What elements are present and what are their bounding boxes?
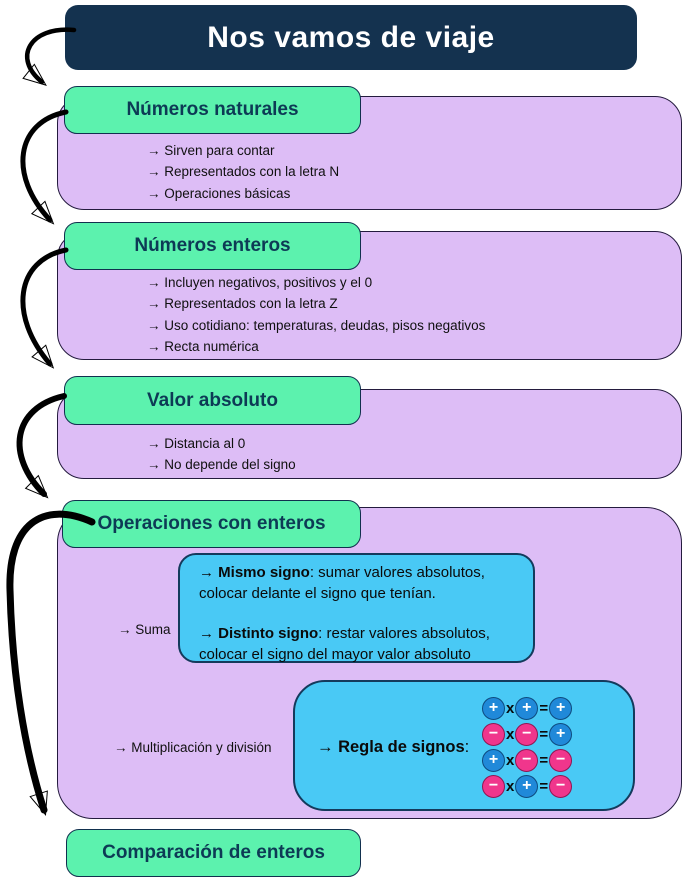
equals-operator: = [539, 777, 549, 795]
section-title-box-naturales: Números naturales [64, 86, 361, 134]
header-banner: Nos vamos de viaje [65, 5, 637, 70]
rule-term: Distinto signo [218, 625, 319, 642]
sign-rule-row: − x + = − [482, 773, 573, 799]
section-title-box-operaciones: Operaciones con enteros [62, 500, 361, 548]
sign-icon: + [515, 696, 539, 720]
bullet-item: → Sirven para contar [147, 143, 275, 158]
sign-rule-row: + x + = + [482, 695, 573, 721]
bullet-list-naturales: → Sirven para contar → Representados con… [147, 140, 339, 204]
spacer [199, 604, 519, 623]
sign-icon: − [482, 774, 505, 798]
sign-rule-row: − x − = + [482, 721, 573, 747]
bullet-item: → Representados con la letra N [147, 164, 340, 180]
bullet-item: → Recta numérica [147, 338, 259, 354]
sign-icon: − [549, 748, 573, 772]
multiply-operator: x [506, 777, 515, 795]
page-title: Nos vamos de viaje [207, 20, 495, 54]
suma-rule-same-sign: → Mismo signo: sumar valores absolutos, [199, 564, 485, 581]
section-title-box-enteros: Números enteros [64, 222, 361, 270]
suma-rule-diff-sign: → Distinto signo: restar valores absolut… [199, 625, 490, 642]
sign-icon: − [515, 722, 539, 746]
section-title-valor-absoluto: Valor absoluto [147, 389, 278, 411]
bullet-list-enteros: → Incluyen negativos, positivos y el 0 →… [147, 272, 485, 357]
equals-operator: = [539, 725, 549, 743]
section-title-comparacion: Comparación de enteros [102, 842, 325, 863]
bullet-item: → Distancia al 0 [147, 436, 246, 451]
bullet-item: → Incluyen negativos, positivos y el 0 [147, 275, 373, 290]
sign-icon: + [482, 696, 505, 720]
section-title-naturales: Números naturales [126, 99, 299, 120]
multiply-operator: x [506, 751, 515, 769]
sign-icon: + [482, 748, 505, 772]
sign-icon: − [482, 722, 505, 746]
multiply-operator: x [506, 699, 515, 717]
section-title-operaciones: Operaciones con enteros [97, 513, 326, 534]
section-title-box-comparacion: Comparación de enteros [66, 829, 361, 877]
rule-term: Mismo signo [218, 564, 310, 581]
bullet-list-valor-absoluto: → Distancia al 0 → No depende del signo [147, 433, 296, 476]
regla-signos-box [293, 680, 635, 811]
sign-icon: − [549, 774, 573, 798]
equals-operator: = [539, 699, 549, 717]
regla-signos-label: → Regla de signos: [317, 738, 470, 756]
sign-icon: + [515, 774, 539, 798]
sign-icon: + [549, 696, 573, 720]
bullet-item: → Operaciones básicas [147, 185, 291, 201]
section-title-box-valor-absoluto: Valor absoluto [64, 376, 361, 425]
sign-icon: − [515, 748, 539, 772]
bullet-item: → Representados con la letra Z [147, 296, 338, 312]
rule-term: Regla de signos [338, 738, 465, 756]
multiply-operator: x [506, 725, 515, 743]
multiplicacion-label: → Multiplicación y división [114, 740, 272, 755]
bullet-item: → No depende del signo [147, 457, 296, 473]
suma-rules-box: → Mismo signo: sumar valores absolutos, … [178, 553, 535, 663]
bullet-item: → Uso cotidiano: temperaturas, deudas, p… [147, 317, 486, 333]
equals-operator: = [539, 751, 549, 769]
suma-label: → Suma [118, 622, 171, 637]
suma-rule-diff-sign-line2: colocar el signo del mayor valor absolut… [199, 646, 471, 663]
suma-rule-same-sign-line2: colocar delante el signo que tenían. [199, 585, 436, 602]
section-title-enteros: Números enteros [134, 235, 291, 256]
sign-rules-grid: + x + = + − x − = + + x − = − − x + = − [482, 695, 573, 799]
sign-rule-row: + x − = − [482, 747, 573, 773]
sign-icon: + [549, 722, 573, 746]
